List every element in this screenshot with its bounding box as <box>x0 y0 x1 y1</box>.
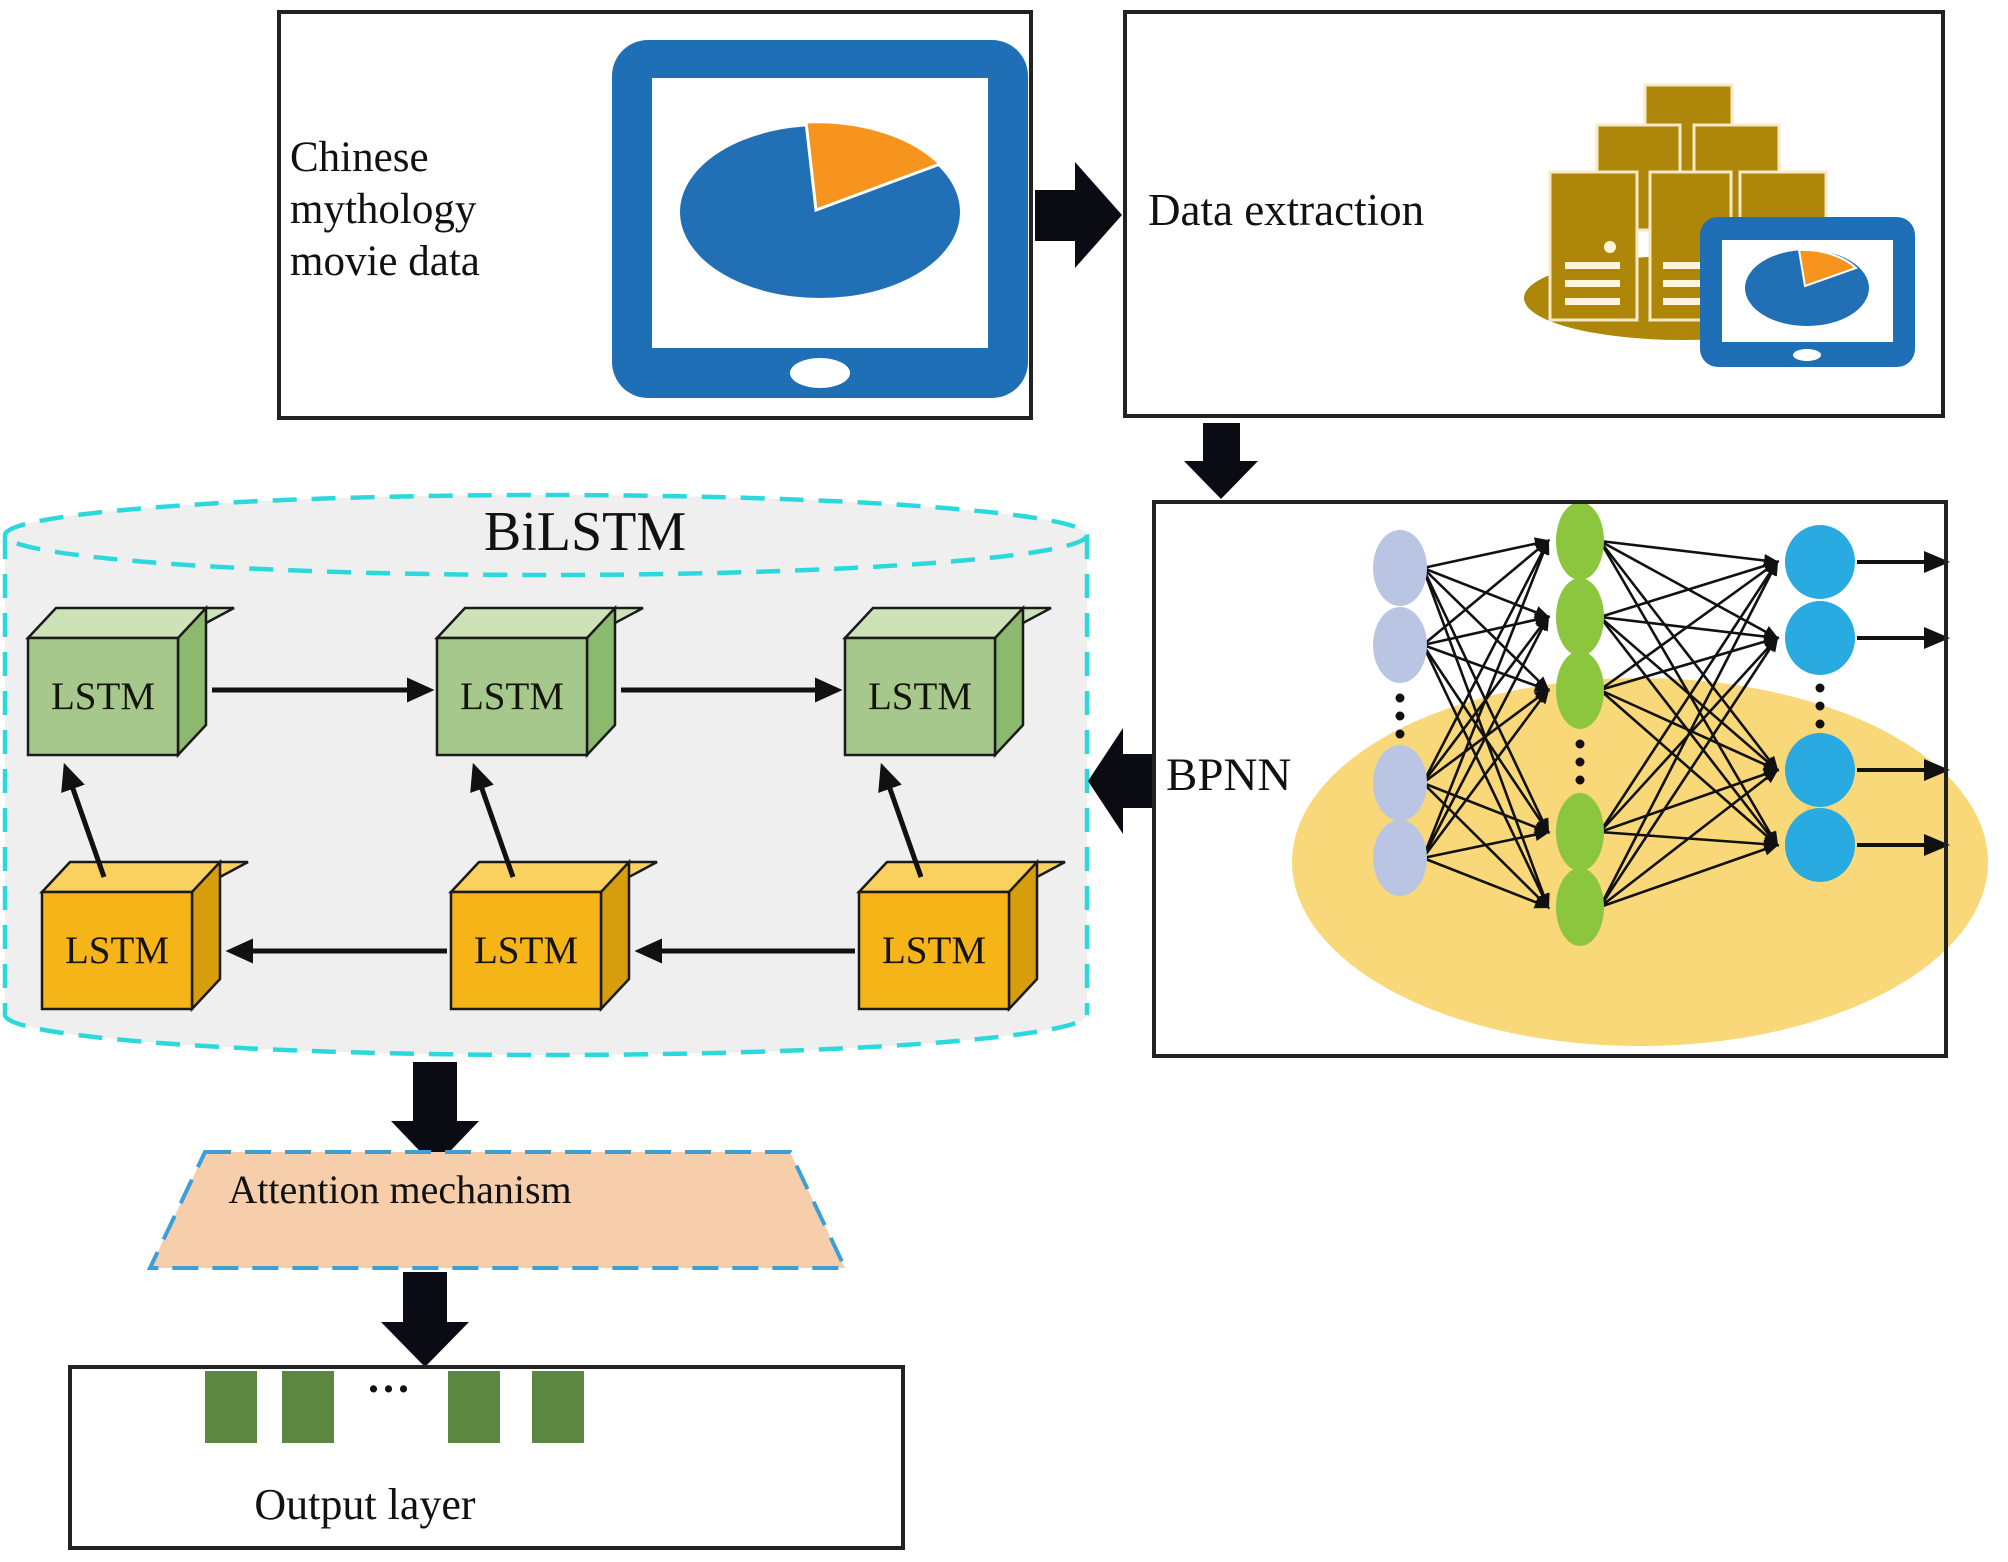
lstm-cell-forward-3 <box>842 604 1052 759</box>
lstm-cell-forward-2 <box>434 604 644 759</box>
bilstm-cylinder <box>2 492 1090 1058</box>
lstm-cell-forward-1 <box>25 604 235 759</box>
small-tablet-pie-icon <box>1700 217 1915 367</box>
bilstm-label: BiLSTM <box>483 501 687 563</box>
output-node <box>448 1371 500 1443</box>
lstm-backward-3-label: LSTM <box>881 929 986 972</box>
bpnn-node-input <box>1373 607 1427 683</box>
attention-label: Attention mechanism <box>228 1167 572 1212</box>
flow-arrow-extraction <box>1035 162 1122 268</box>
output-ellipsis: ... <box>368 1353 413 1402</box>
bpnn-node-output <box>1785 808 1855 882</box>
output-layer-label: Output layer <box>254 1480 476 1529</box>
output-node <box>532 1371 584 1443</box>
pie-chart-icon <box>680 120 960 298</box>
output-node <box>205 1371 257 1443</box>
flow-arrow-to-bilstm <box>1088 728 1152 834</box>
bpnn-node-hidden <box>1556 651 1604 729</box>
flow-arrow-to-bpnn <box>1184 423 1258 499</box>
lstm-cell-backward-1 <box>39 858 249 1013</box>
lstm-forward-3-label: LSTM <box>867 675 972 718</box>
attention-trapezoid <box>146 1150 849 1270</box>
lstm-backward-2-label: LSTM <box>473 929 578 972</box>
output-layer-box <box>68 1365 905 1550</box>
bpnn-node-input <box>1373 745 1427 821</box>
lstm-cell-backward-3 <box>856 858 1066 1013</box>
movie-data-box <box>277 10 1033 420</box>
bpnn-node-output <box>1785 733 1855 807</box>
flow-arrow-to-attention <box>391 1062 479 1167</box>
data-extraction-label: Data extraction <box>1148 185 1425 235</box>
output-node <box>282 1371 334 1443</box>
bpnn-node-output <box>1785 525 1855 599</box>
bpnn-label: BPNN <box>1166 749 1292 801</box>
lstm-cell-backward-2 <box>448 858 658 1013</box>
bpnn-node-input <box>1373 530 1427 606</box>
bpnn-node-hidden <box>1556 502 1604 580</box>
bpnn-node-input <box>1373 820 1427 896</box>
bilstm-arrows <box>61 677 924 964</box>
bpnn-node-hidden <box>1556 868 1604 946</box>
tablet-pie-chart-icon <box>612 40 1028 398</box>
data-extraction-box <box>1123 10 1945 418</box>
lstm-forward-2-label: LSTM <box>459 675 564 718</box>
bpnn-node-hidden <box>1556 578 1604 656</box>
flow-arrow-to-output <box>381 1272 469 1367</box>
bpnn-node-hidden <box>1556 793 1604 871</box>
lstm-forward-1-label: LSTM <box>50 675 155 718</box>
bpnn-node-output <box>1785 601 1855 675</box>
bpnn-network <box>1292 502 1988 1046</box>
database-stack-icon <box>1524 83 1915 367</box>
lstm-backward-1-label: LSTM <box>64 929 169 972</box>
